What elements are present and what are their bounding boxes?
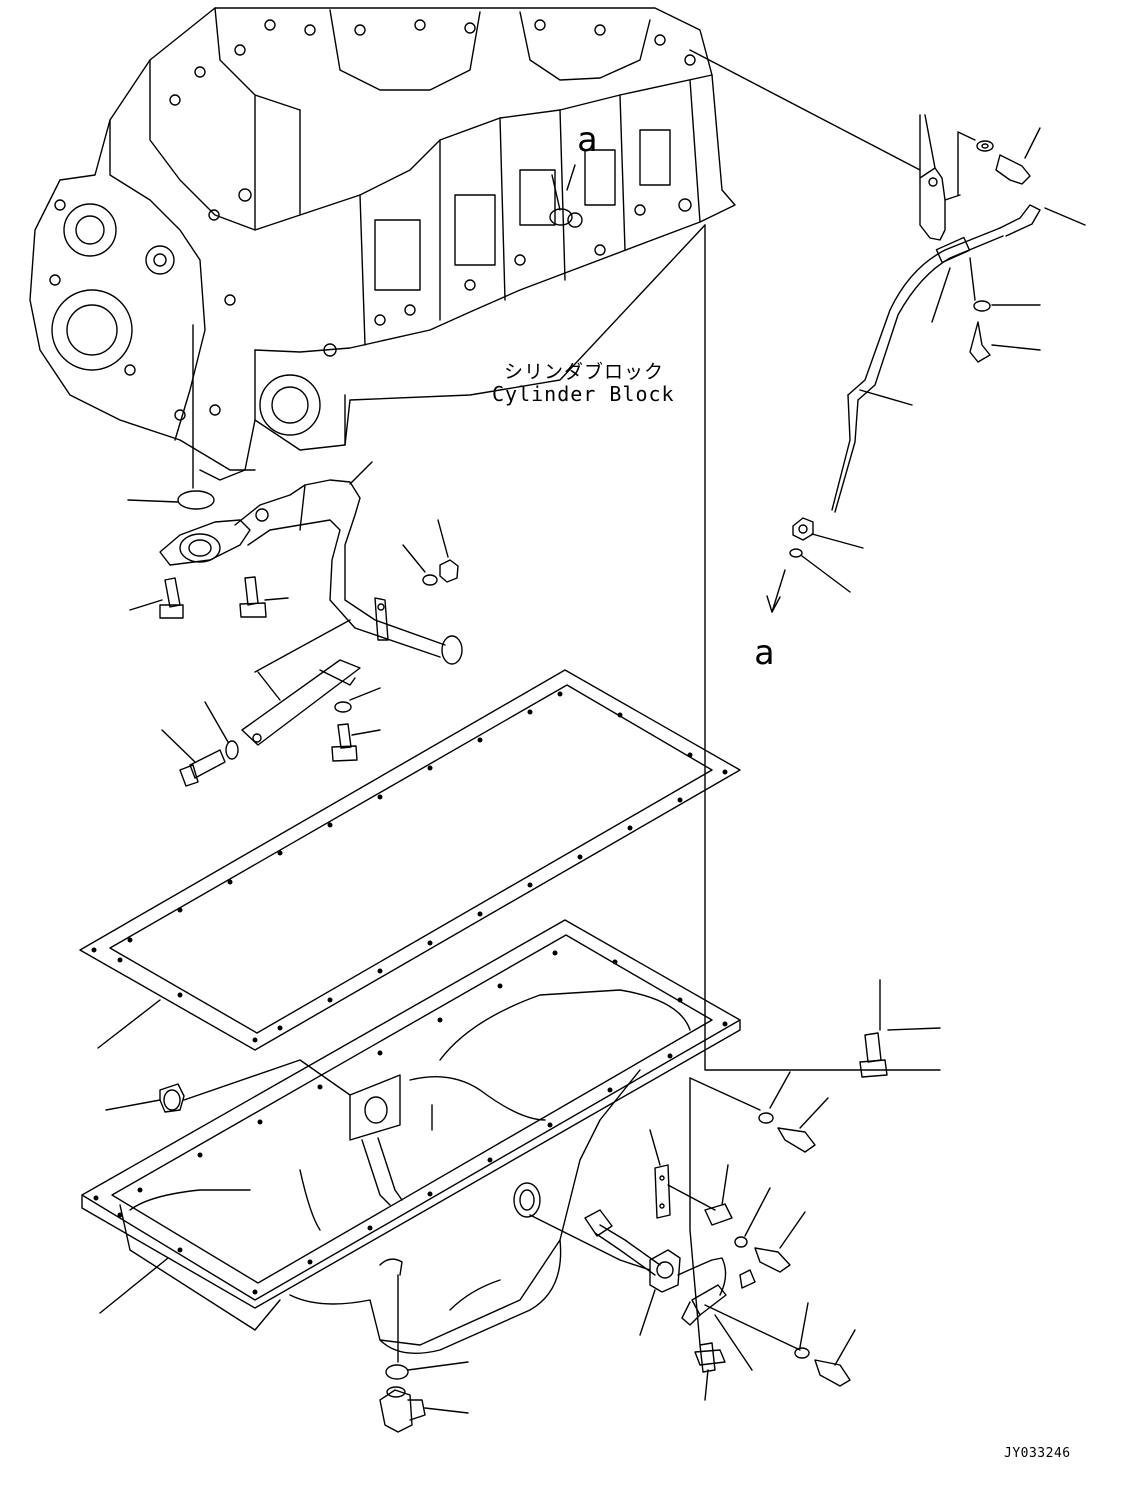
suction-pipe-assembly — [127, 461, 463, 673]
cylinder-block-label-en: Cylinder Block — [492, 382, 675, 406]
reference-leaders — [192, 49, 941, 1071]
cylinder-block-label-jp: シリンダブロック — [504, 361, 665, 383]
oil-pan — [81, 919, 741, 1355]
drain-valve-assembly — [379, 1274, 469, 1433]
dipstick-assembly — [789, 114, 1086, 593]
level-sensor-assembly — [529, 979, 941, 1401]
reference-mark-a-top: a — [577, 120, 598, 160]
cylinder-block — [29, 7, 736, 481]
pipe-stay — [161, 659, 381, 787]
reference-mark-a-bottom: a — [754, 633, 775, 673]
drawing-code: JY033246 — [1004, 1446, 1071, 1461]
oil-pan-gasket — [79, 669, 741, 1051]
